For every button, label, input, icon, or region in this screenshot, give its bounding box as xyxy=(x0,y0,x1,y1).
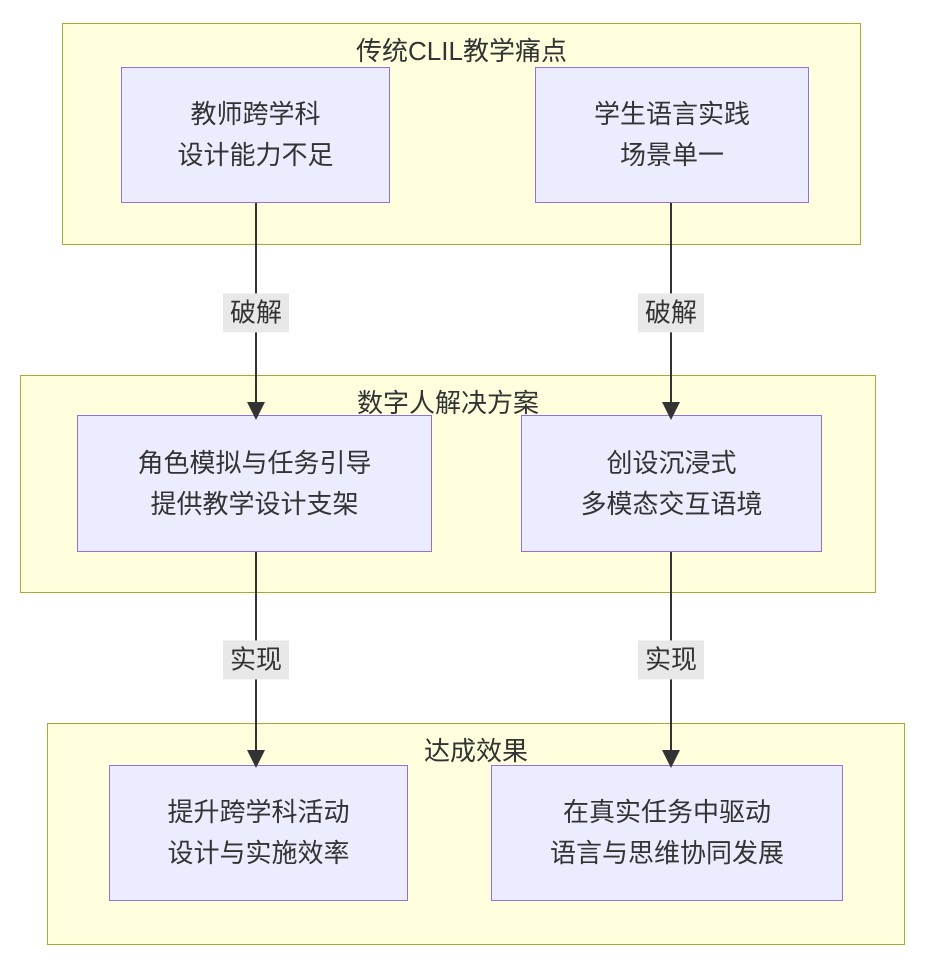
node-text-line: 角色模拟与任务引导 xyxy=(137,447,372,478)
node-text-line: 教师跨学科 xyxy=(190,99,321,129)
node-activity-efficiency: 提升跨学科活动 设计与实施效率 xyxy=(109,765,408,901)
group-title: 传统CLIL教学痛点 xyxy=(356,36,567,66)
node-text-line: 设计能力不足 xyxy=(177,140,334,170)
node-immersive-context: 创设沉浸式 多模态交互语境 xyxy=(521,415,822,552)
node-text-line: 学生语言实践 xyxy=(593,99,750,129)
node-text-line: 场景单一 xyxy=(619,140,724,170)
edge-label: 实现 xyxy=(637,640,705,680)
arrowhead-down-icon xyxy=(247,402,265,420)
arrowhead-down-icon xyxy=(662,750,680,768)
edge-label: 破解 xyxy=(222,293,290,333)
edge-label: 破解 xyxy=(637,293,705,333)
group-title: 达成效果 xyxy=(423,736,528,766)
node-text-line: 创设沉浸式 xyxy=(606,447,737,478)
arrowhead-down-icon xyxy=(662,402,680,420)
node-student-practice-gap: 学生语言实践 场景单一 xyxy=(535,67,809,203)
node-text-line: 在真实任务中驱动 xyxy=(562,797,771,827)
node-text-line: 提升跨学科活动 xyxy=(167,797,350,827)
node-text-line: 设计与实施效率 xyxy=(167,838,350,868)
edge-label: 实现 xyxy=(222,640,290,680)
node-teacher-design-gap: 教师跨学科 设计能力不足 xyxy=(121,67,390,203)
node-text-line: 提供教学设计支架 xyxy=(150,488,359,519)
node-language-thinking-development: 在真实任务中驱动 语言与思维协同发展 xyxy=(491,765,843,901)
node-role-simulation: 角色模拟与任务引导 提供教学设计支架 xyxy=(77,415,432,552)
node-text-line: 多模态交互语境 xyxy=(580,488,763,519)
node-text-line: 语言与思维协同发展 xyxy=(549,838,784,868)
group-title: 数字人解决方案 xyxy=(356,388,539,418)
arrowhead-down-icon xyxy=(247,750,265,768)
